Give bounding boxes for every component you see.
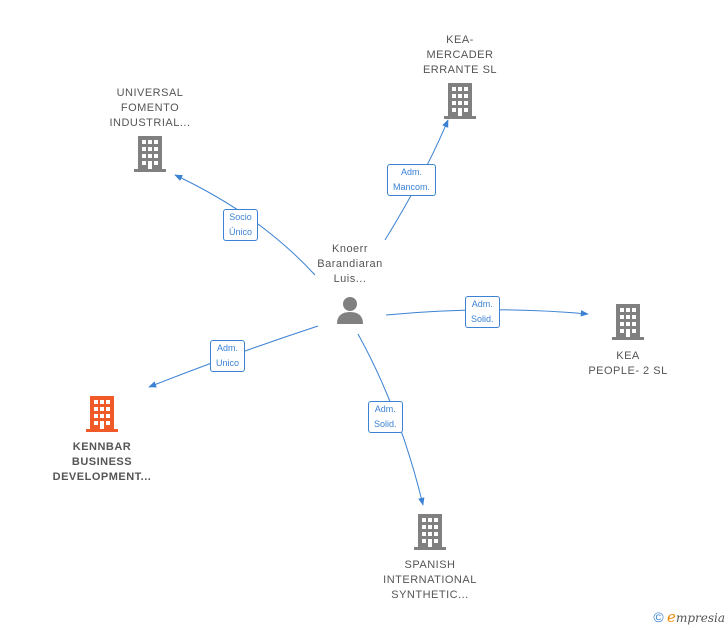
relation-label-kea-people[interactable]: Adm. Solid. (465, 296, 500, 328)
company-name-kennbar: KENNBAR BUSINESS DEVELOPMENT... (52, 441, 152, 483)
company-name-kea-mercader: KEA- MERCADER ERRANTE SL (422, 34, 498, 76)
relation-label-universal[interactable]: Socio Único (223, 209, 259, 241)
company-name-universal: UNIVERSAL FOMENTO INDUSTRIAL... (109, 87, 191, 129)
building-icon (444, 83, 476, 124)
company-node-spanish[interactable]: SPANISH INTERNATIONAL SYNTHETIC... (372, 514, 488, 603)
company-node-kennbar[interactable]: KENNBAR BUSINESS DEVELOPMENT... (42, 396, 162, 485)
building-icon (414, 514, 446, 555)
person-name: Knoerr Barandiaran Luis... (317, 243, 383, 285)
building-icon (86, 396, 118, 437)
person-icon (335, 295, 365, 330)
company-node-kea-people[interactable]: KEA PEOPLE- 2 SL (576, 304, 680, 379)
person-node[interactable]: Knoerr Barandiaran Luis... (300, 242, 400, 330)
brand-footer: © empresia (653, 608, 725, 626)
company-node-kea-mercader[interactable]: KEA- MERCADER ERRANTE SL (408, 33, 512, 124)
company-name-kea-people: KEA PEOPLE- 2 SL (588, 350, 668, 377)
relation-label-kennbar[interactable]: Adm. Unico (210, 340, 246, 372)
relation-label-spanish[interactable]: Adm. Solid. (368, 401, 403, 433)
copyright-symbol: © (653, 609, 664, 625)
building-icon (612, 304, 644, 345)
relation-label-kea-mercader[interactable]: Adm. Mancom. (387, 164, 437, 196)
company-node-universal[interactable]: UNIVERSAL FOMENTO INDUSTRIAL... (98, 86, 202, 177)
building-icon (134, 136, 166, 177)
company-name-spanish: SPANISH INTERNATIONAL SYNTHETIC... (383, 559, 477, 601)
brand-logo: empresia (667, 608, 725, 626)
